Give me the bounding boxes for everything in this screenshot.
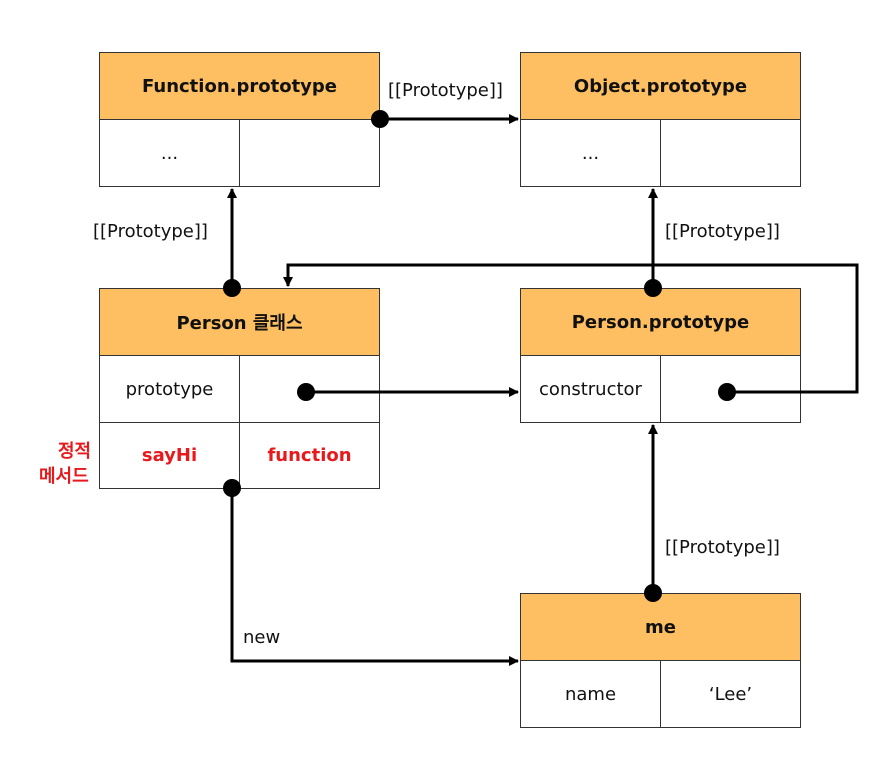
object-prototype-cell-1: ...	[521, 120, 661, 186]
person-class-sayhi-key: sayHi	[100, 423, 240, 488]
person-class-title: Person 클래스	[100, 289, 379, 356]
person-prototype-title: Person.prototype	[521, 289, 800, 356]
label-static-line1: 정적	[58, 441, 92, 462]
new-link	[230, 488, 519, 666]
label-proto-right: [[Prototype]]	[665, 221, 780, 242]
person-class-sayhi-row: sayHi function	[100, 422, 379, 488]
dot-person-class-bottom	[223, 479, 241, 497]
object-prototype-box: Object.prototype ...	[520, 52, 801, 187]
person-class-prototype-key: prototype	[100, 356, 240, 422]
label-proto-me: [[Prototype]]	[665, 537, 780, 558]
object-prototype-title: Object.prototype	[521, 53, 800, 120]
function-prototype-cell-1: ...	[100, 120, 240, 186]
function-prototype-title: Function.prototype	[100, 53, 379, 120]
object-prototype-row: ...	[521, 120, 800, 186]
dot-function-prototype	[371, 110, 389, 128]
me-name-row: name ‘Lee’	[521, 661, 800, 727]
person-class-box: Person 클래스 prototype sayHi function	[99, 288, 380, 489]
function-prototype-box: Function.prototype ...	[99, 52, 380, 187]
function-prototype-row: ...	[100, 120, 379, 186]
person-class-prototype-row: prototype	[100, 356, 379, 422]
dot-prototype-value	[297, 383, 315, 401]
person-prototype-constructor-row: constructor	[521, 356, 800, 422]
me-name-key: name	[521, 661, 661, 727]
label-new: new	[243, 627, 281, 648]
dot-person-class-top	[223, 279, 241, 297]
me-title: me	[521, 594, 800, 661]
label-static-line2: 메서드	[39, 466, 89, 487]
dot-person-prototype-top	[644, 279, 662, 297]
label-proto-left: [[Prototype]]	[93, 221, 208, 242]
person-prototype-constructor-key: constructor	[521, 356, 661, 422]
me-name-value: ‘Lee’	[708, 683, 753, 705]
label-proto-top: [[Prototype]]	[388, 80, 503, 101]
dot-me-top	[644, 584, 662, 602]
person-prototype-box: Person.prototype constructor	[520, 288, 801, 423]
constructor-link	[283, 263, 859, 394]
dot-constructor-value	[718, 383, 736, 401]
person-class-sayhi-value: function	[267, 445, 352, 466]
me-box: me name ‘Lee’	[520, 593, 801, 728]
